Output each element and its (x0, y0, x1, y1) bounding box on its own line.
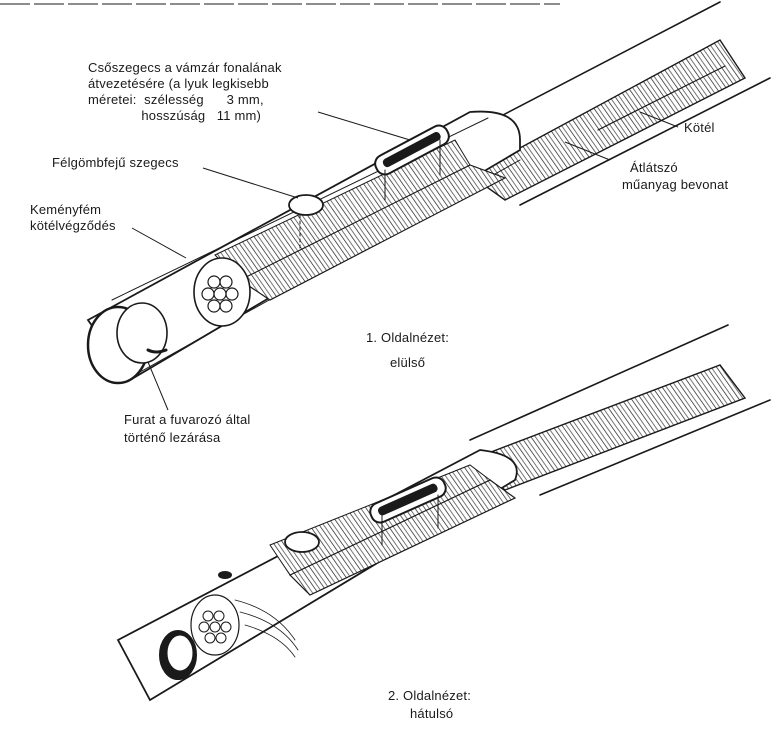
label-rivet-tube-line4: hosszúság 11 mm) (88, 108, 262, 123)
label-hard-metal-end-line2: kötélvégződés (30, 218, 116, 233)
bore-mark-back (218, 571, 232, 579)
leader-coating (564, 141, 611, 161)
domed-rivet-back (284, 531, 320, 553)
label-view-back-line2: hátulsó (410, 706, 454, 721)
label-domed-rivet: Félgömbfejű szegecs (52, 155, 179, 170)
strand-bundle-end-back (190, 594, 240, 656)
label-bore-seal-line1: Furat a fuvarozó által (124, 412, 251, 427)
label-coating-line2: műanyag bevonat (622, 177, 729, 192)
label-view-front-line2: elülső (390, 355, 426, 370)
strand-bundle-end (193, 257, 251, 327)
cable-strands (468, 39, 747, 201)
back-view-assembly (116, 324, 771, 702)
label-coating-line1: Átlátszó (630, 160, 678, 175)
strand-bundle-wires (201, 275, 239, 313)
seal-bore (146, 348, 168, 354)
leader-rivet-tube (317, 111, 411, 141)
domed-rivet (288, 194, 324, 216)
label-rivet-tube-line1: Csőszegecs a vámzár fonalának (88, 60, 282, 75)
label-rivet-tube-line3: méretei: szélesség 3 mm, (88, 92, 264, 107)
leader-metal-end (131, 227, 187, 259)
label-rivet-tube-line2: átvezetésére (a lyuk legkisebb (88, 76, 269, 91)
label-cable: Kötél (684, 120, 715, 135)
leader-bore-seal (147, 361, 169, 411)
label-view-front-line1: 1. Oldalnézet: (366, 330, 450, 345)
front-view-assembly (86, 1, 771, 385)
leader-cable (639, 111, 679, 128)
label-bore-seal-line2: történő lezárása (124, 430, 221, 445)
coating-lower-line (519, 77, 771, 206)
label-hard-metal-end-line1: Keményfém (30, 202, 102, 217)
label-view-back-line1: 2. Oldalnézet: (388, 688, 472, 703)
leader-lines (131, 111, 679, 411)
leader-domed-rivet (202, 167, 299, 199)
